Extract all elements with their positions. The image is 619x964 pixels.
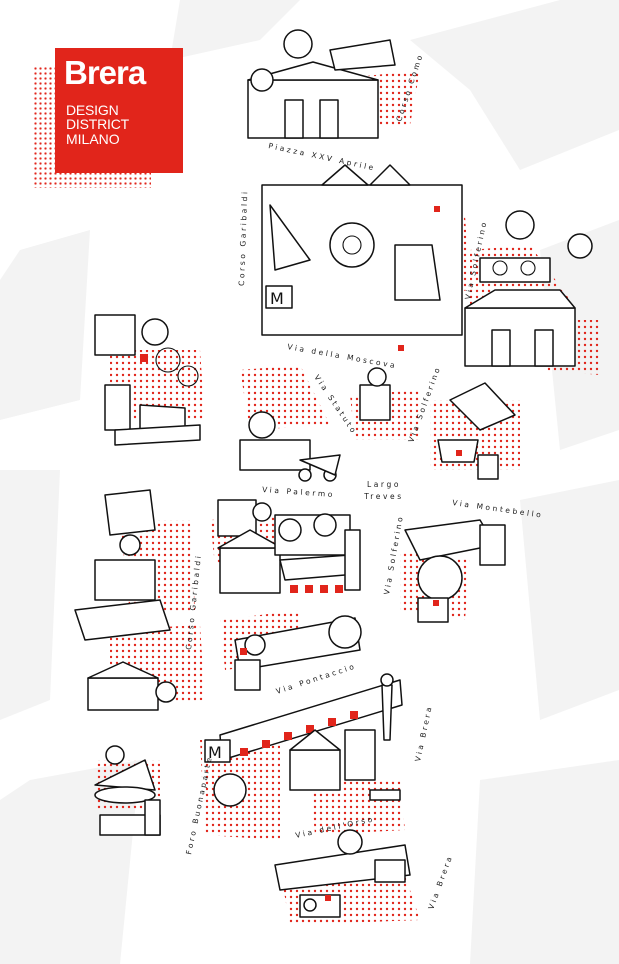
illustration-dj-and-people bbox=[479, 210, 593, 283]
street-label: Via della Moscova bbox=[287, 342, 398, 370]
street-label: Via Brera bbox=[413, 704, 434, 762]
street-label: Largo bbox=[367, 480, 401, 489]
logo-line-milano: MILANO bbox=[66, 131, 120, 147]
illustration-piazza-xxv-aprile bbox=[247, 29, 396, 139]
illustration-balcony-west bbox=[94, 314, 201, 446]
illustration-corso-garibaldi-north: M bbox=[261, 164, 463, 351]
illustration-garibaldi-desk bbox=[74, 489, 177, 711]
illustration-dellorso bbox=[274, 829, 411, 918]
street-label: Via Pontaccio bbox=[275, 661, 358, 695]
illustration-brera-statue: M bbox=[204, 673, 403, 807]
illustration-coffee-cup bbox=[359, 367, 516, 480]
illustration-vespa-statuto bbox=[239, 411, 341, 482]
illustration-montebello-piano bbox=[404, 519, 506, 623]
logo-line-district: DISTRICT bbox=[66, 116, 129, 132]
street-label: Treves bbox=[363, 492, 404, 501]
street-label: Via Palermo bbox=[262, 485, 335, 499]
logo-brand: Brera bbox=[64, 54, 146, 91]
illustration-pontaccio bbox=[234, 615, 362, 691]
svg-text:M: M bbox=[208, 743, 222, 762]
illustration-palermo-block bbox=[217, 499, 361, 594]
logo-box: Brera DESIGN DISTRICT MILANO bbox=[55, 48, 183, 173]
illustration-house-solferino bbox=[464, 289, 576, 367]
svg-text:M: M bbox=[270, 289, 284, 308]
illustration-foro-buonaparte bbox=[94, 745, 161, 836]
street-label: Corso Garibaldi bbox=[237, 189, 249, 286]
brera-logo: Brera DESIGN DISTRICT MILANO bbox=[33, 48, 183, 188]
street-label: Piazza XXV Aprile bbox=[268, 141, 377, 173]
logo-line-design: DESIGN bbox=[66, 102, 119, 118]
street-label: Via Brera bbox=[426, 853, 454, 910]
